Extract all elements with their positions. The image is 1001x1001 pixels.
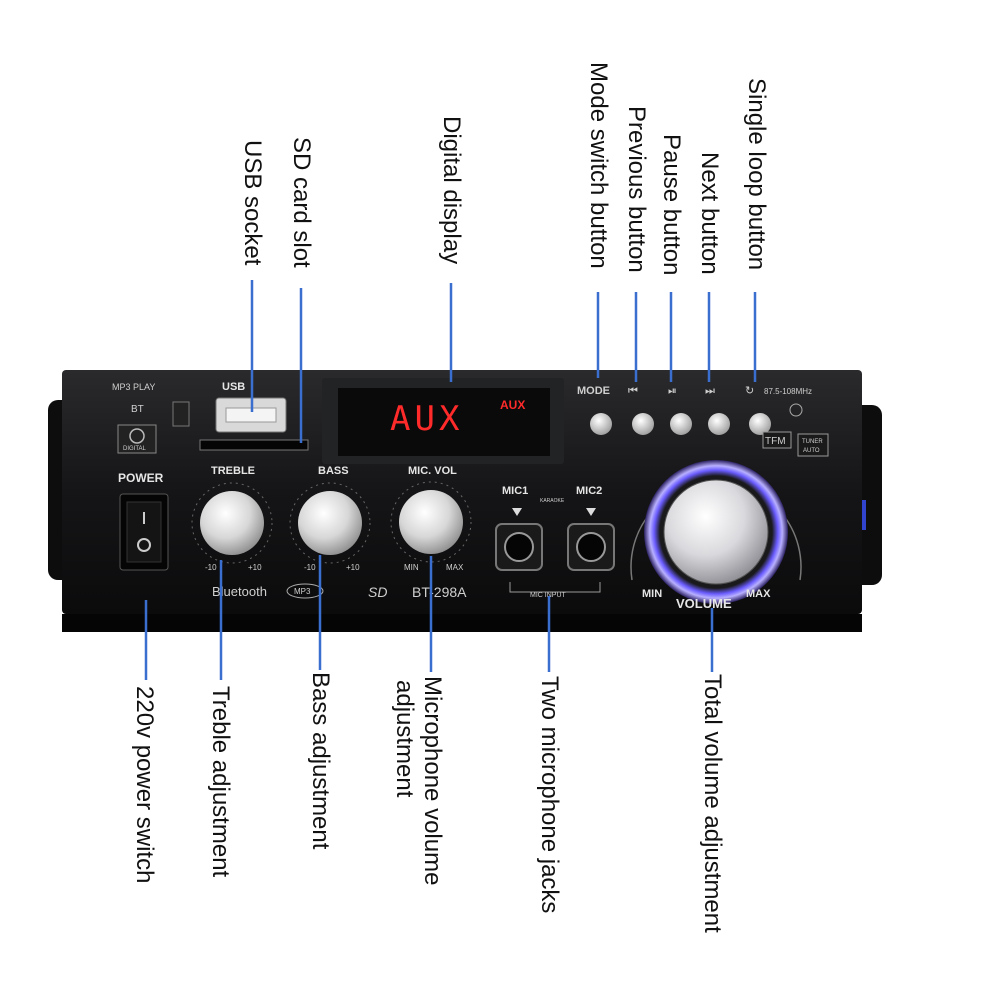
label-usb-socket: USB socket (239, 140, 266, 266)
label-single-loop-button: Single loop button (743, 78, 770, 271)
usb-text: USB (222, 381, 245, 393)
mic1-text: MIC1 (502, 485, 528, 497)
label-sd-card-slot: SD card slot (288, 137, 315, 268)
volume-max-text: MAX (746, 588, 771, 600)
mic2-text: MIC2 (576, 485, 602, 497)
label-previous-button: Previous button (623, 106, 650, 273)
fm-range-text: 87.5-108MHz (764, 387, 812, 396)
label-next-button: Next button (696, 152, 723, 275)
bt-text: BT (131, 404, 144, 415)
mic-volume-knob[interactable] (399, 490, 463, 554)
sd-card-slot[interactable] (199, 439, 309, 451)
label-mode-switch-button: Mode switch button (585, 62, 612, 269)
label-mic-volume-1: Microphone volume (419, 676, 446, 886)
label-total-volume: Total volume adjustment (699, 674, 726, 933)
treble-max-text: +10 (248, 563, 262, 572)
label-pause-button: Pause button (658, 134, 685, 276)
volume-text: VOLUME (676, 596, 732, 611)
mode-button[interactable] (590, 413, 612, 435)
bass-min-text: -10 (304, 563, 316, 572)
sd-logo-text: SD (368, 584, 387, 600)
bass-max-text: +10 (346, 563, 360, 572)
tuner-text: TUNER (802, 439, 823, 445)
label-digital-display: Digital display (438, 116, 465, 265)
tfm-text: TFM (765, 436, 786, 447)
mp3-play-text: MP3 PLAY (112, 382, 155, 392)
mode-text: MODE (577, 385, 610, 397)
label-power-switch: 220v power switch (131, 686, 158, 884)
mic-min-text: MIN (404, 563, 419, 572)
next-symbol: ⏭ (705, 385, 715, 397)
auto-text: AUTO (803, 448, 820, 454)
play-pause-symbol: ⏯ (668, 385, 677, 397)
display-readout: AUX (390, 399, 463, 439)
digital-text: DIGITAL (123, 446, 147, 452)
prev-symbol: ⏮ (628, 385, 638, 397)
label-bass-adjustment: Bass adjustment (307, 672, 334, 850)
label-two-mic-jacks: Two microphone jacks (536, 676, 563, 914)
mp3-logo-text: MP3 (294, 587, 311, 596)
mic-input-text: MIC INPUT (530, 592, 567, 599)
next-button[interactable] (708, 413, 730, 435)
previous-button[interactable] (632, 413, 654, 435)
mic2-jack[interactable] (576, 532, 606, 562)
total-volume-knob[interactable] (664, 480, 768, 584)
bass-knob[interactable] (298, 491, 362, 555)
volume-min-text: MIN (642, 588, 662, 600)
mic1-jack[interactable] (504, 532, 534, 562)
mic-max-text: MAX (446, 563, 464, 572)
treble-text: TREBLE (211, 465, 255, 477)
mic-vol-text: MIC. VOL (408, 465, 457, 477)
pause-button[interactable] (670, 413, 692, 435)
bass-text: BASS (318, 465, 349, 477)
power-text: POWER (118, 471, 164, 485)
label-treble-adjustment: Treble adjustment (207, 686, 234, 878)
single-loop-button[interactable] (749, 413, 771, 435)
treble-min-text: -10 (205, 563, 217, 572)
karaoke-text: KARAOKE (540, 498, 565, 504)
usb-icon-badge (172, 401, 190, 427)
treble-knob[interactable] (200, 491, 264, 555)
label-mic-volume-2: adjustment (391, 680, 418, 798)
bluetooth-text: Bluetooth (212, 584, 267, 599)
loop-symbol: ↻ (745, 385, 754, 397)
display-aux-badge: AUX (500, 398, 525, 412)
model-text: BT-298A (412, 584, 467, 600)
